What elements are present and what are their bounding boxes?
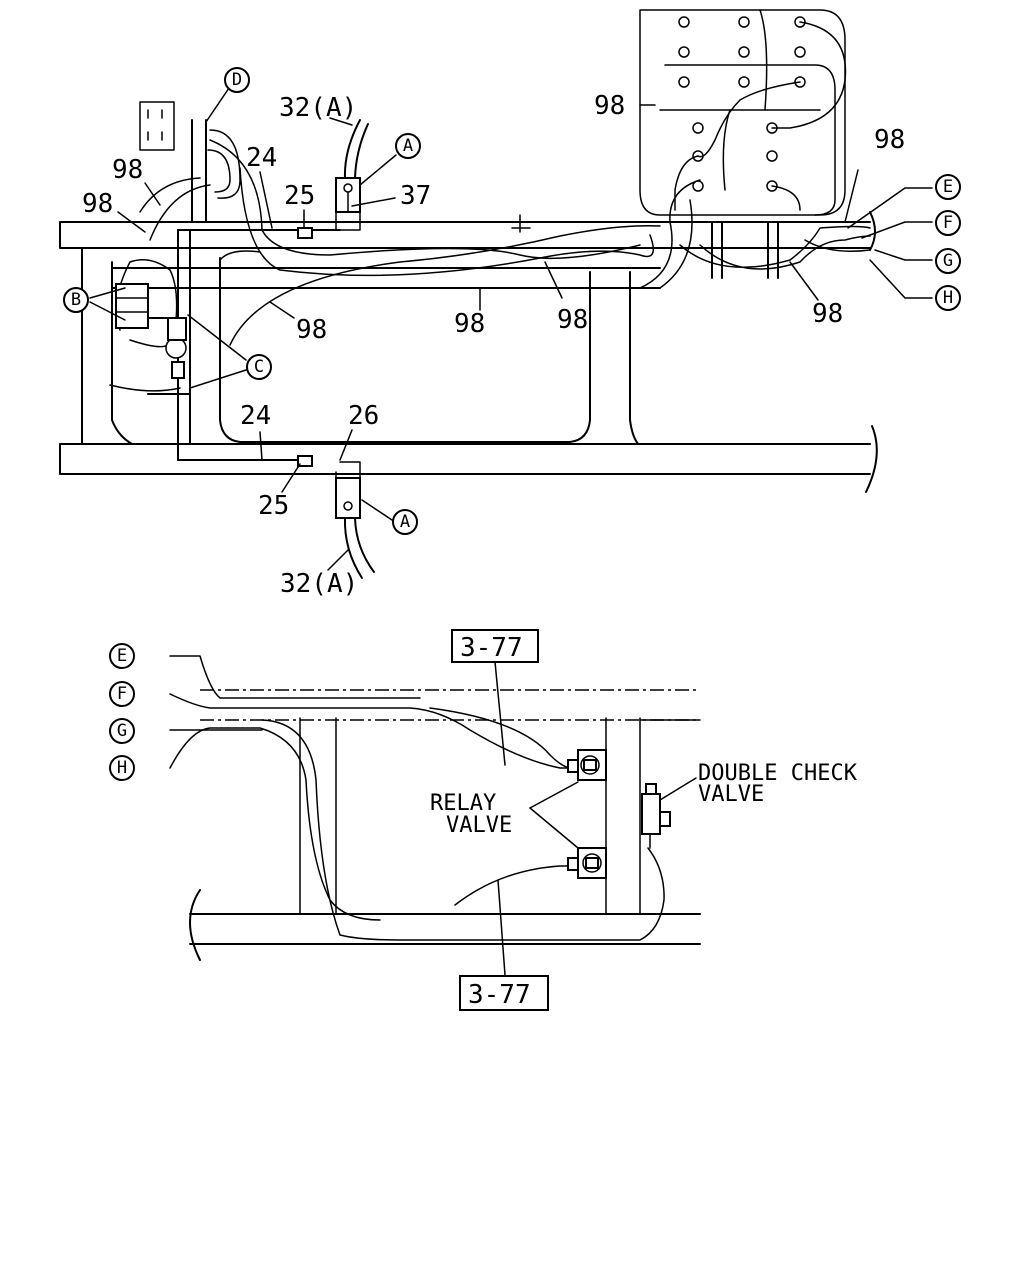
reference-box-bottom: 3-77 <box>459 975 549 1011</box>
leader-lines-top <box>89 87 933 571</box>
label-98-g: 98 <box>594 91 625 121</box>
label-32A-bottom: 32(A) <box>280 569 358 599</box>
svg-text:H: H <box>943 288 953 308</box>
double-check-valve-label-line2: VALVE <box>698 782 764 807</box>
label-98-h: 98 <box>874 125 905 155</box>
label-98-c: 98 <box>296 315 327 345</box>
relay-valve-lower <box>567 847 607 879</box>
label-98-b: 98 <box>82 189 113 219</box>
svg-text:G: G <box>943 251 953 271</box>
svg-text:B: B <box>71 290 81 310</box>
label-26: 26 <box>348 401 379 431</box>
callout-E-bottom: E <box>109 643 135 669</box>
callout-D: D <box>224 67 250 93</box>
label-37: 37 <box>400 181 431 211</box>
label-98-e: 98 <box>557 305 588 335</box>
relay-valve-label-line2: VALVE <box>446 813 512 838</box>
svg-text:C: C <box>254 357 264 377</box>
air-pipes-bottom <box>169 655 665 941</box>
label-25-top: 25 <box>284 181 315 211</box>
callout-F-top: F <box>935 210 961 236</box>
svg-text:F: F <box>943 213 953 233</box>
callout-F-bottom: F <box>109 681 135 707</box>
double-check-valve <box>641 783 671 849</box>
label-98-d: 98 <box>454 309 485 339</box>
label-98-a: 98 <box>112 155 143 185</box>
callout-H-bottom: H <box>109 755 135 781</box>
spring-hanger-plate <box>639 9 847 216</box>
svg-text:A: A <box>403 136 413 156</box>
relay-valve-label-line1: RELAY <box>430 791 496 816</box>
label-24-top: 24 <box>246 143 277 173</box>
callout-B: B <box>63 287 89 313</box>
callout-E-top: E <box>935 174 961 200</box>
callout-A-top: A <box>395 133 421 159</box>
callout-G-top: G <box>935 248 961 274</box>
svg-text:G: G <box>117 721 127 741</box>
callout-C: C <box>246 354 272 380</box>
label-98-f: 98 <box>812 299 843 329</box>
svg-text:3-77: 3-77 <box>468 980 531 1010</box>
callout-A-bottom: A <box>392 509 418 535</box>
svg-text:E: E <box>117 646 127 666</box>
svg-text:E: E <box>943 177 953 197</box>
label-24-bottom: 24 <box>240 401 271 431</box>
svg-text:D: D <box>232 70 242 90</box>
svg-text:A: A <box>400 512 410 532</box>
frame-bottom-view <box>189 689 701 961</box>
svg-text:3-77: 3-77 <box>460 633 523 663</box>
callout-H-top: H <box>935 285 961 311</box>
leader-lines-bottom <box>494 661 697 976</box>
callout-G-bottom: G <box>109 718 135 744</box>
svg-text:F: F <box>117 684 127 704</box>
label-32A-top: 32(A) <box>279 93 357 123</box>
relay-valve-upper <box>567 749 607 781</box>
double-check-valve-label-line1: DOUBLE CHECK <box>698 761 858 786</box>
label-25-bottom: 25 <box>258 491 289 521</box>
air-pipes-top <box>109 101 871 579</box>
reference-box-top: 3-77 <box>451 629 539 663</box>
frame-top-view <box>59 211 878 493</box>
svg-text:H: H <box>117 758 127 778</box>
